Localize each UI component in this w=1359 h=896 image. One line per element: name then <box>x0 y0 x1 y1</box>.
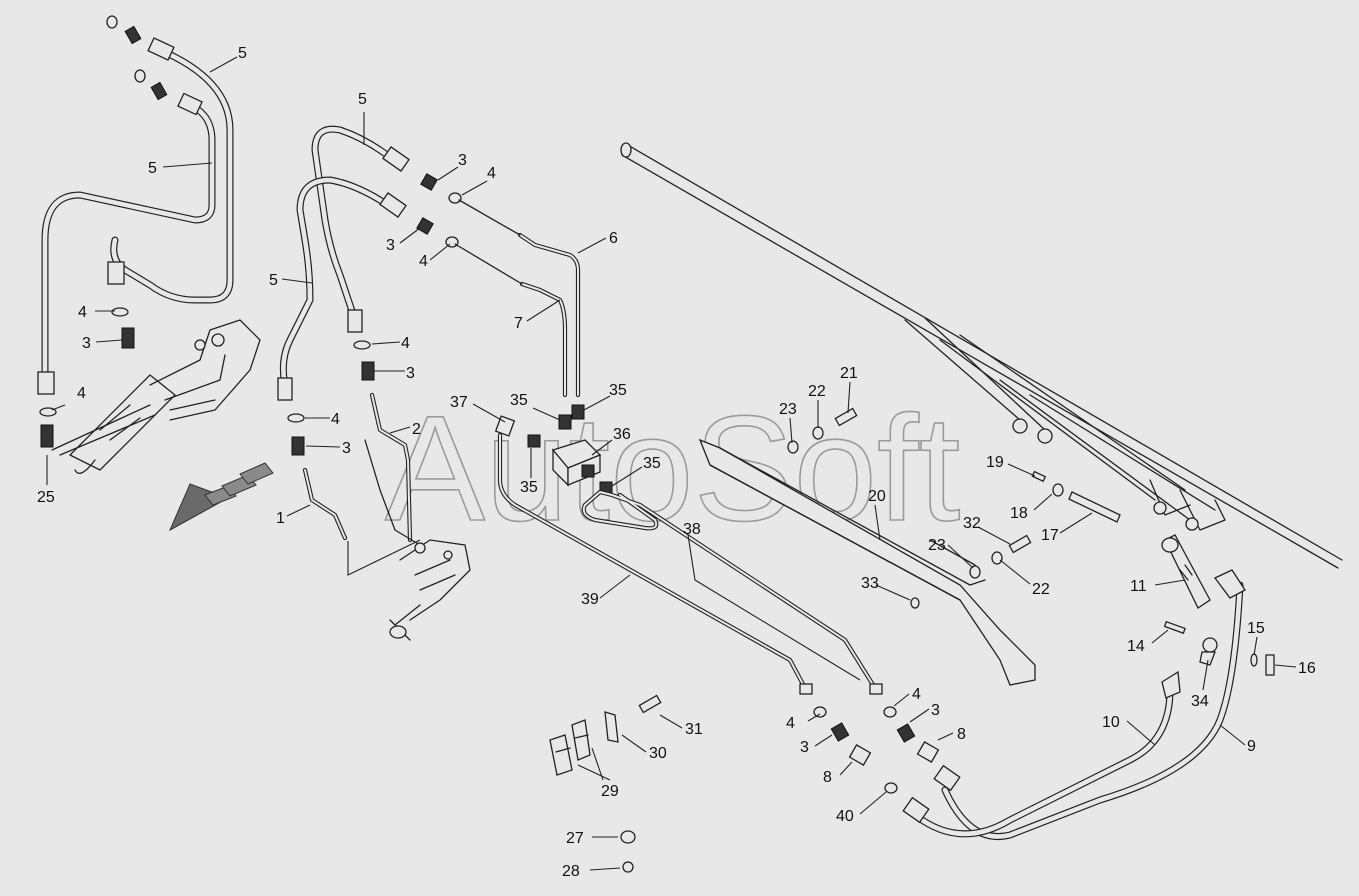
label-4: 4 <box>77 385 86 402</box>
leader-lines <box>46 56 1297 871</box>
label-2: 2 <box>412 421 421 438</box>
boom-frame <box>620 142 1343 569</box>
label-6: 6 <box>609 230 618 247</box>
distribution-block <box>494 404 613 495</box>
part-labels: 5 5 4 3 4 25 5 3 4 3 4 5 4 3 4 3 2 1 6 7… <box>37 45 1316 880</box>
label-3: 3 <box>82 335 91 352</box>
label-4: 4 <box>419 253 428 270</box>
label-3: 3 <box>406 365 415 382</box>
label-32: 32 <box>963 515 981 532</box>
label-22: 22 <box>1032 581 1050 598</box>
label-14: 14 <box>1127 638 1145 655</box>
label-4: 4 <box>401 335 410 352</box>
label-35: 35 <box>609 382 627 399</box>
label-36: 36 <box>613 426 631 443</box>
label-5: 5 <box>358 91 367 108</box>
label-35: 35 <box>510 392 528 409</box>
bottom-fittings <box>813 706 940 794</box>
label-38: 38 <box>683 521 701 538</box>
label-4: 4 <box>78 304 87 321</box>
label-18: 18 <box>1010 505 1028 522</box>
label-3: 3 <box>931 702 940 719</box>
label-16: 16 <box>1298 660 1316 677</box>
label-34: 34 <box>1191 693 1209 710</box>
label-4: 4 <box>786 715 795 732</box>
label-5: 5 <box>269 272 278 289</box>
label-22: 22 <box>808 383 826 400</box>
label-40: 40 <box>836 808 854 825</box>
label-37: 37 <box>450 394 468 411</box>
label-25: 25 <box>37 489 55 506</box>
label-4: 4 <box>331 411 340 428</box>
hose-5-center <box>277 125 462 456</box>
label-9: 9 <box>1247 738 1256 755</box>
direction-arrow-icon <box>168 462 274 532</box>
label-35: 35 <box>520 479 538 496</box>
clamps-nuts <box>549 694 662 873</box>
label-5: 5 <box>148 160 157 177</box>
label-3: 3 <box>458 152 467 169</box>
hose-5-top <box>37 15 234 395</box>
label-3: 3 <box>386 237 395 254</box>
label-15: 15 <box>1247 620 1265 637</box>
label-8: 8 <box>823 769 832 786</box>
label-7: 7 <box>514 315 523 332</box>
label-4: 4 <box>912 686 921 703</box>
pipes-6-7 <box>454 199 581 398</box>
label-30: 30 <box>649 745 667 762</box>
label-3: 3 <box>800 739 809 756</box>
label-11: 11 <box>1130 578 1147 595</box>
label-28: 28 <box>562 863 580 880</box>
label-8: 8 <box>957 726 966 743</box>
label-39: 39 <box>581 591 599 608</box>
label-20: 20 <box>868 488 886 505</box>
label-17: 17 <box>1041 527 1059 544</box>
label-23: 23 <box>928 537 946 554</box>
label-31: 31 <box>685 721 703 738</box>
label-35: 35 <box>643 455 661 472</box>
label-1: 1 <box>276 510 285 527</box>
label-5: 5 <box>238 45 247 62</box>
label-19: 19 <box>986 454 1004 471</box>
label-21: 21 <box>840 365 858 382</box>
label-10: 10 <box>1102 714 1120 731</box>
pipes-1-2 <box>302 392 471 641</box>
right-parts <box>1031 470 1275 676</box>
label-27: 27 <box>566 830 584 847</box>
label-29: 29 <box>601 783 619 800</box>
label-3: 3 <box>342 440 351 457</box>
left-valve-assembly <box>39 307 261 474</box>
label-4: 4 <box>487 165 496 182</box>
bolts-washers <box>787 407 1032 579</box>
pipes-38-39 <box>497 432 883 695</box>
label-23: 23 <box>779 401 797 418</box>
hoses-9-10 <box>902 569 1246 840</box>
label-33: 33 <box>861 575 879 592</box>
